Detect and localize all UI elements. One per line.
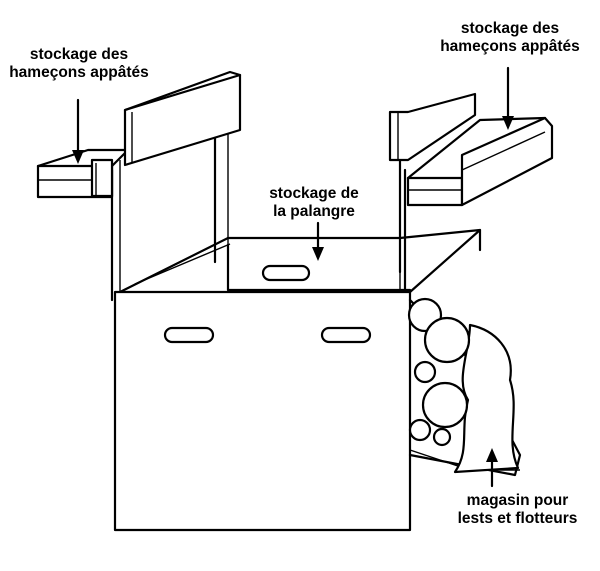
label-longline-line2: la palangre [273,203,355,220]
label-right-bait-line2: hameçons appâtés [440,38,580,55]
label-right-bait-line1: stockage des [460,20,560,37]
label-magazine-line1: magasin pour [466,492,569,509]
arrow-down-icon [312,247,324,261]
label-left-bait-storage: stockage des hameçons appâtés [0,46,158,82]
arrows [72,66,514,488]
label-magazine: magasin pour lests et flotteurs [445,492,590,528]
box-front [113,290,412,532]
left-bait-tray [36,70,242,199]
label-longline-line1: stockage de [269,185,359,202]
label-magazine-line2: lests et flotteurs [457,510,578,527]
arrow-down-icon [72,150,84,164]
right-bait-tray [388,92,554,207]
arrow-down-icon [502,116,514,130]
label-left-bait-line2: hameçons appâtés [9,64,149,81]
label-left-bait-line1: stockage des [29,46,129,63]
box-frame [110,118,482,302]
label-right-bait-storage: stockage des hameçons appâtés [430,20,590,56]
arrow-up-icon [486,448,498,462]
magazine-compartment [407,228,522,477]
label-longline-storage: stockage de la palangre [255,185,373,221]
